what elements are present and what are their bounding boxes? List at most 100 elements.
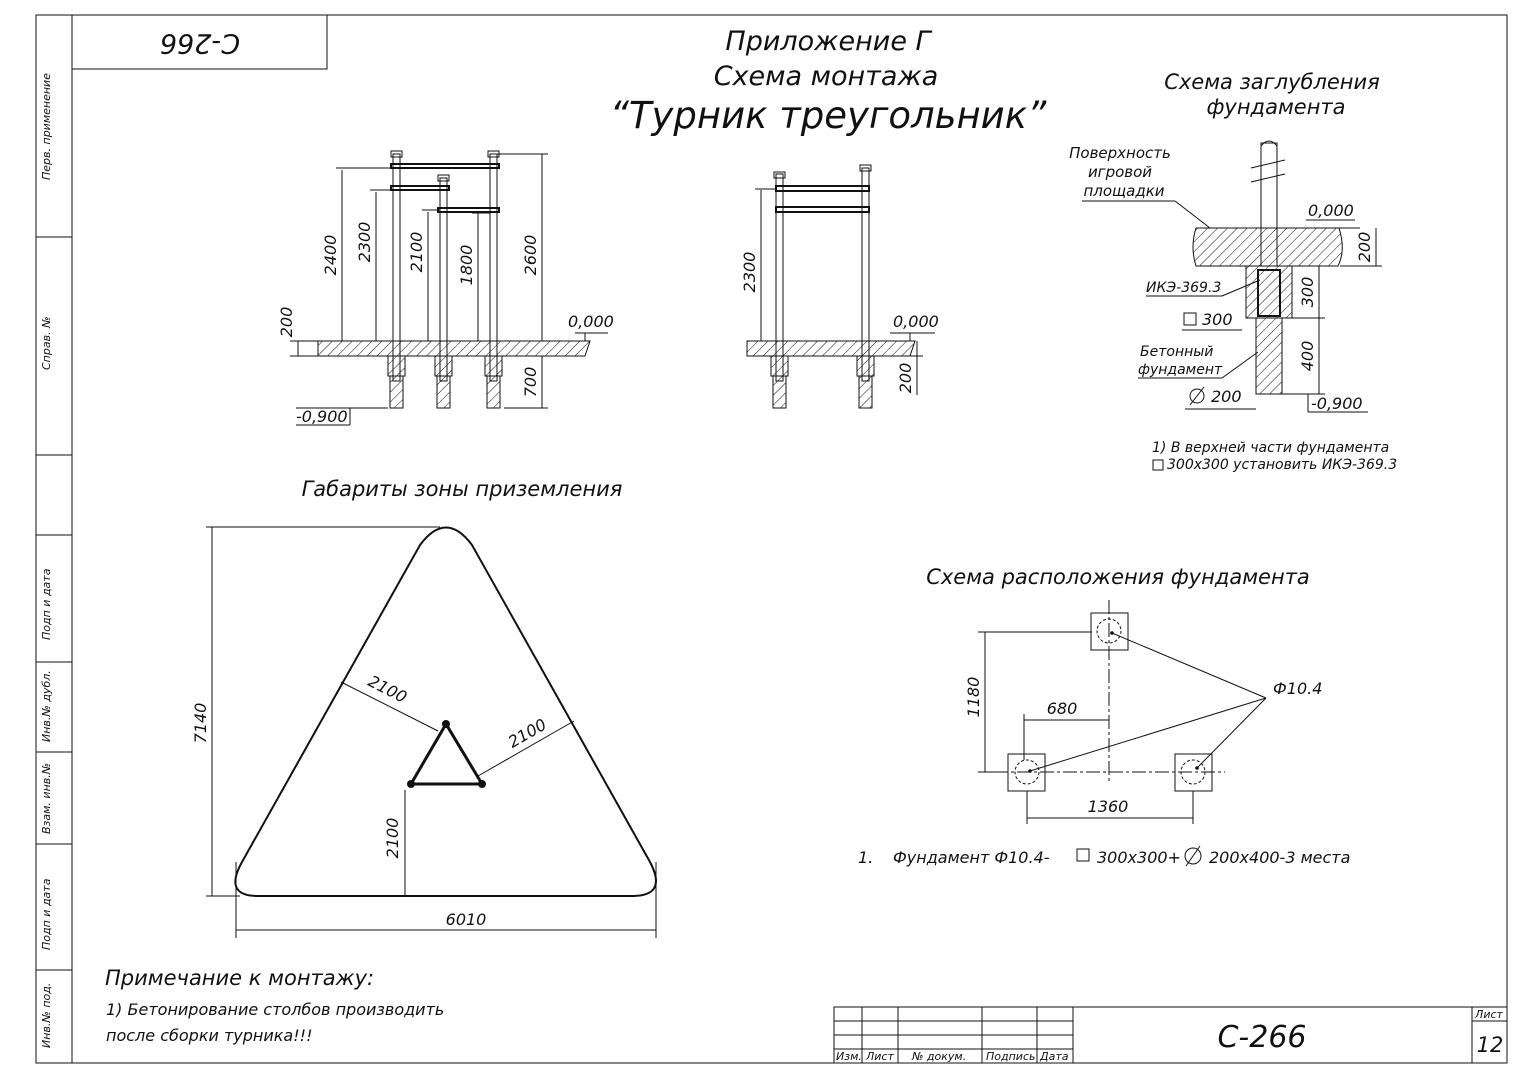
beton-label-2: фундамент [1138, 362, 1223, 378]
bar-2300 [390, 185, 450, 191]
mounting-note: Примечание к монтажу: 1) Бетонирование с… [105, 966, 444, 1045]
layout-dim-1180: 1180 [964, 677, 983, 718]
side-label-podp2: Подп и дата [40, 878, 53, 950]
post-dot-left [407, 780, 415, 788]
landing-dim-bottom: 2100 [383, 818, 402, 859]
side-ground-slab [746, 340, 916, 357]
mounting-title: Примечание к монтажу: [105, 966, 374, 990]
layout-note-c: 200х400-3 места [1209, 848, 1350, 867]
side-dim-2300: 2300 [740, 252, 759, 293]
stamp-doc: № докум. [911, 1050, 966, 1063]
post-dot-top [442, 720, 450, 728]
depth-scheme: Схема заглубления фундамента Поверхность… [1069, 70, 1397, 473]
depth-note-2: 300х300 установить ИКЭ-369.3 [1167, 457, 1397, 473]
side-label-perv: Перв. применение [40, 73, 53, 180]
top-code-text: С-266 [160, 28, 240, 59]
dim-2600: 2600 [521, 235, 540, 276]
depth-dim-400: 400 [1298, 341, 1317, 372]
landing-dim-left: 2100 [365, 671, 410, 706]
depth-dim-300: 300 [1298, 277, 1317, 308]
landing-dim-width: 6010 [446, 910, 487, 929]
dim-200: 200 [277, 307, 296, 338]
side-labels: Перв. применение Справ. № Подп и дата Ин… [40, 73, 53, 1048]
ike-label: ИКЭ-369.3 [1146, 280, 1221, 296]
stamp-list: Лист [865, 1050, 894, 1063]
layout-dim-680: 680 [1047, 699, 1078, 718]
elev-zero-label: 0,000 [568, 312, 614, 331]
bar-2400 [390, 163, 500, 169]
surface-label-1: Поверхность [1069, 144, 1171, 162]
base-right [484, 355, 503, 377]
side-label-inv-pod: Инв.№ под. [40, 983, 53, 1048]
landing-title: Габариты зоны приземления [302, 477, 623, 501]
base-middle [434, 355, 453, 377]
stamp-data: Дата [1039, 1050, 1069, 1063]
landing-dim-height: 7140 [191, 703, 210, 744]
dia-200-label: 200 [1211, 387, 1242, 406]
dim-2400: 2400 [321, 235, 340, 276]
stamp-izm: Изм. [836, 1050, 862, 1063]
side-dim-200: 200 [896, 363, 915, 394]
depth-zero-label: 0,000 [1308, 201, 1354, 220]
square-300-label: 300 [1202, 310, 1233, 329]
side-label-vzam: Взам. инв.№ [40, 763, 53, 834]
side-bar-top [775, 185, 870, 192]
layout-note-a: Фундамент Ф10.4- [893, 848, 1050, 867]
depth-foundation-top [1245, 265, 1293, 319]
stamp-podpis: Подпись [986, 1050, 1035, 1063]
side-bar-bottom [775, 206, 870, 213]
surface-label-3: площадки [1083, 182, 1164, 200]
square-symbol [1183, 312, 1197, 326]
appendix-title: Приложение Г [725, 26, 932, 57]
layout-note-b: 300х300+ [1097, 848, 1181, 867]
depth-bottom-label: -0,900 [1311, 394, 1363, 413]
side-label-podp1: Подп и дата [40, 568, 53, 640]
depth-foundation-bottom [1255, 317, 1283, 395]
dim-700: 700 [521, 367, 540, 398]
ground-slab [317, 340, 591, 357]
mounting-line-1: 1) Бетонирование столбов производить [106, 1000, 444, 1019]
post-dot-right [478, 780, 486, 788]
side-label-sprav: Справ. № [40, 316, 53, 370]
dim-2100: 2100 [407, 232, 426, 273]
scheme-title: Схема монтажа [714, 61, 939, 92]
surface-label-2: игровой [1088, 163, 1152, 181]
foundation-layout: Схема расположения фундамента Ф10.4 1180… [858, 565, 1350, 867]
elevation-view: 0,000 [277, 150, 614, 426]
side-zero-label: 0,000 [893, 312, 939, 331]
layout-dim-1360: 1360 [1088, 797, 1129, 816]
depth-title-1: Схема заглубления [1164, 70, 1380, 94]
layout-title: Схема расположения фундамента [926, 565, 1310, 589]
top-code-box: С-266 [71, 14, 328, 70]
elev-depth-label: -0,900 [296, 407, 348, 426]
stamp-sheet-num: 12 [1477, 1033, 1504, 1057]
stamp-code: С-266 [1217, 1020, 1306, 1055]
layout-note-square [1076, 848, 1090, 862]
depth-note-1: 1) В верхней части фундамента [1152, 440, 1389, 456]
side-label-inv-dubl: Инв.№ дубл. [40, 670, 53, 742]
sheet-frame [35, 14, 1508, 1064]
note-square-symbol [1152, 459, 1164, 471]
landing-zone: Габариты зоны приземления 7140 6010 2100… [191, 477, 657, 938]
marker-label: Ф10.4 [1273, 679, 1322, 698]
mounting-line-2: после сборки турника!!! [106, 1026, 312, 1045]
depth-title-2: фундамента [1206, 95, 1345, 119]
diameter-symbol [1189, 388, 1205, 404]
layout-note-diameter [1184, 847, 1202, 865]
stamp-sheet-label: Лист [1474, 1008, 1503, 1021]
base-left [387, 355, 406, 377]
depth-slab [1192, 227, 1343, 267]
dim-1800: 1800 [457, 245, 476, 286]
beton-label-1: Бетонный [1140, 344, 1213, 360]
depth-dim-200: 200 [1355, 232, 1374, 263]
product-title: “Турник треугольник” [610, 94, 1047, 137]
landing-outline [234, 526, 657, 897]
ike-insert [1257, 269, 1281, 317]
title-stamp: Изм. Лист № докум. Подпись Дата С-266 Ли… [833, 1006, 1508, 1064]
landing-dim-right: 2100 [505, 715, 550, 752]
bar-triangle [408, 721, 485, 786]
header: Приложение Г Схема монтажа “Турник треуг… [610, 26, 1047, 137]
side-view: 0,000 2300 200 [740, 164, 939, 409]
layout-note-num: 1. [858, 848, 873, 867]
